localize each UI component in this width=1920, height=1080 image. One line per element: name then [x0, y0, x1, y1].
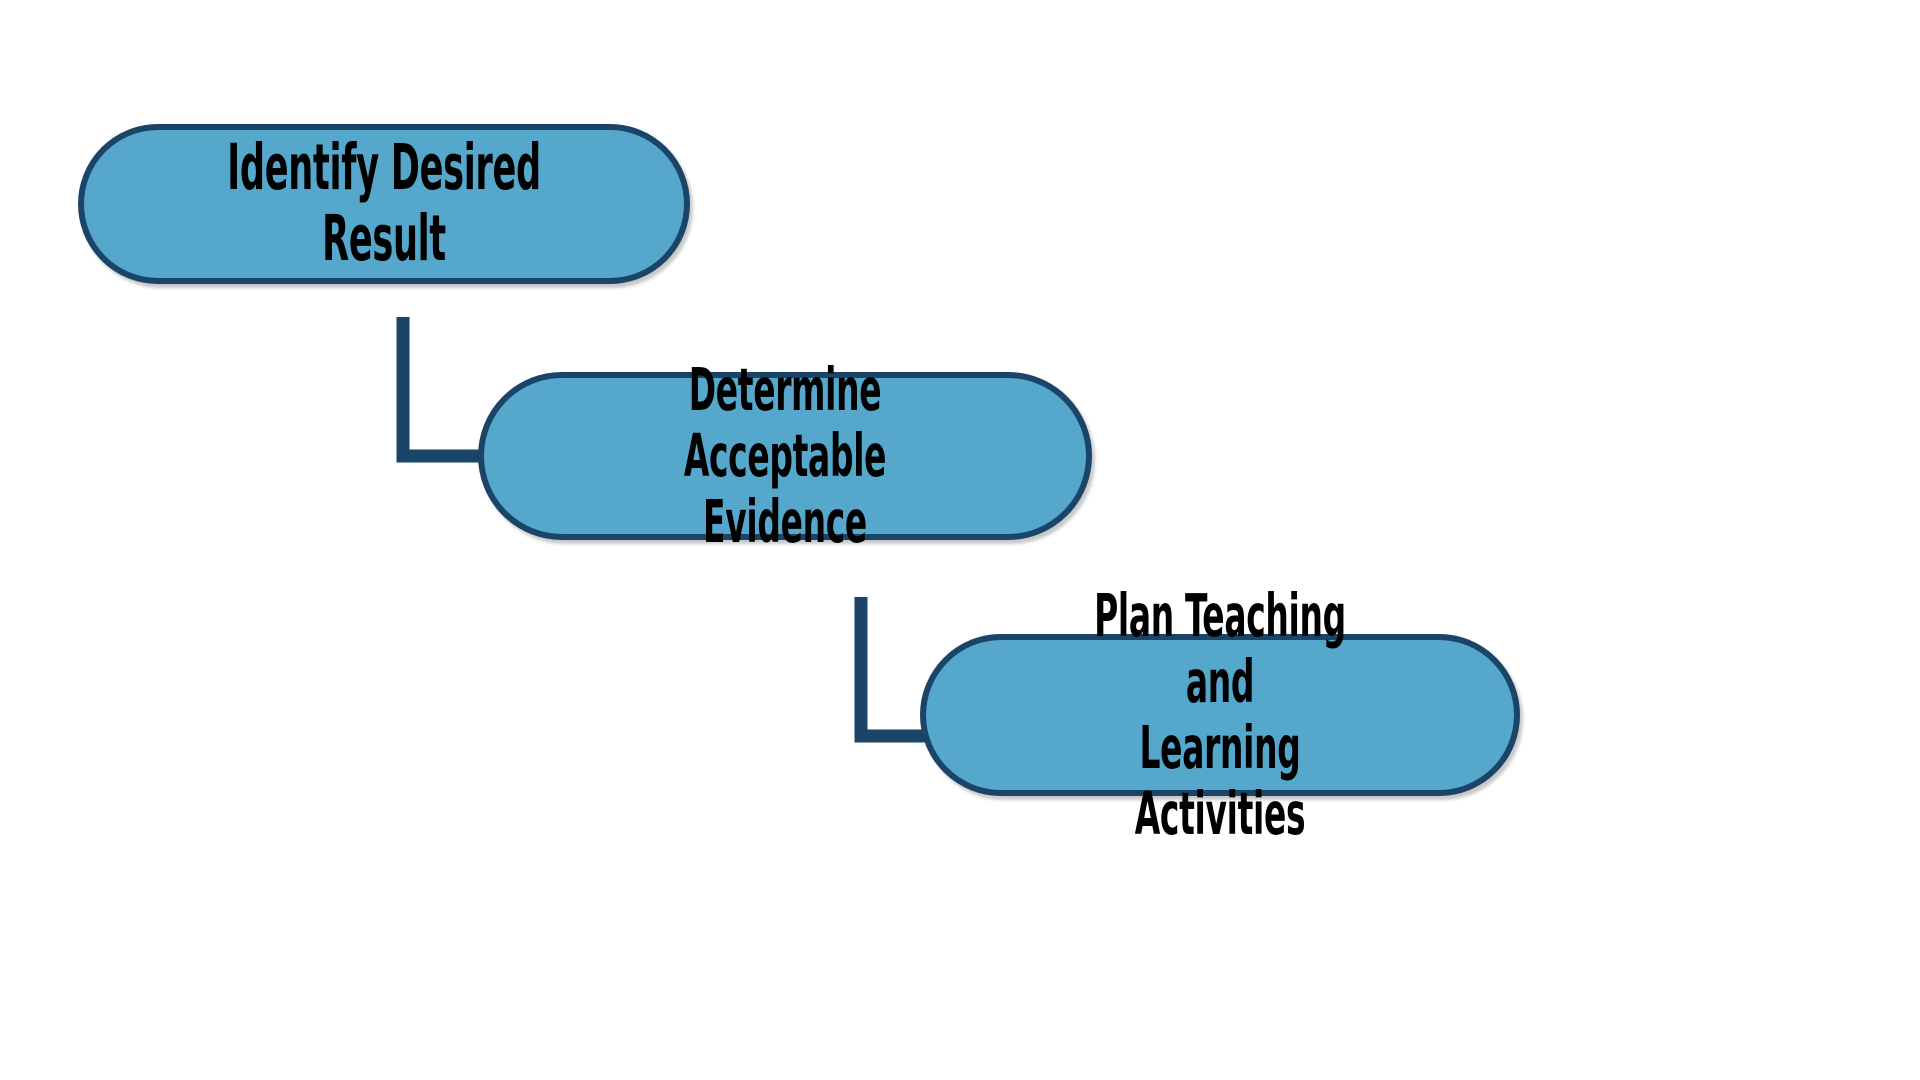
flow-node-plan-teaching-and-learning-activities[interactable]: Plan Teaching and Learning Activities	[920, 582, 1520, 847]
flow-node-1-label: Identify Desired Result	[227, 131, 541, 275]
flow-node-3-label: Plan Teaching and Learning Activities	[1094, 580, 1346, 849]
flow-node-determine-acceptable-evidence[interactable]: Determine Acceptable Evidence	[478, 356, 1092, 555]
flow-node-identify-desired-result[interactable]: Identify Desired Result	[78, 124, 690, 284]
flow-node-2-label: Determine Acceptable Evidence	[683, 354, 887, 557]
